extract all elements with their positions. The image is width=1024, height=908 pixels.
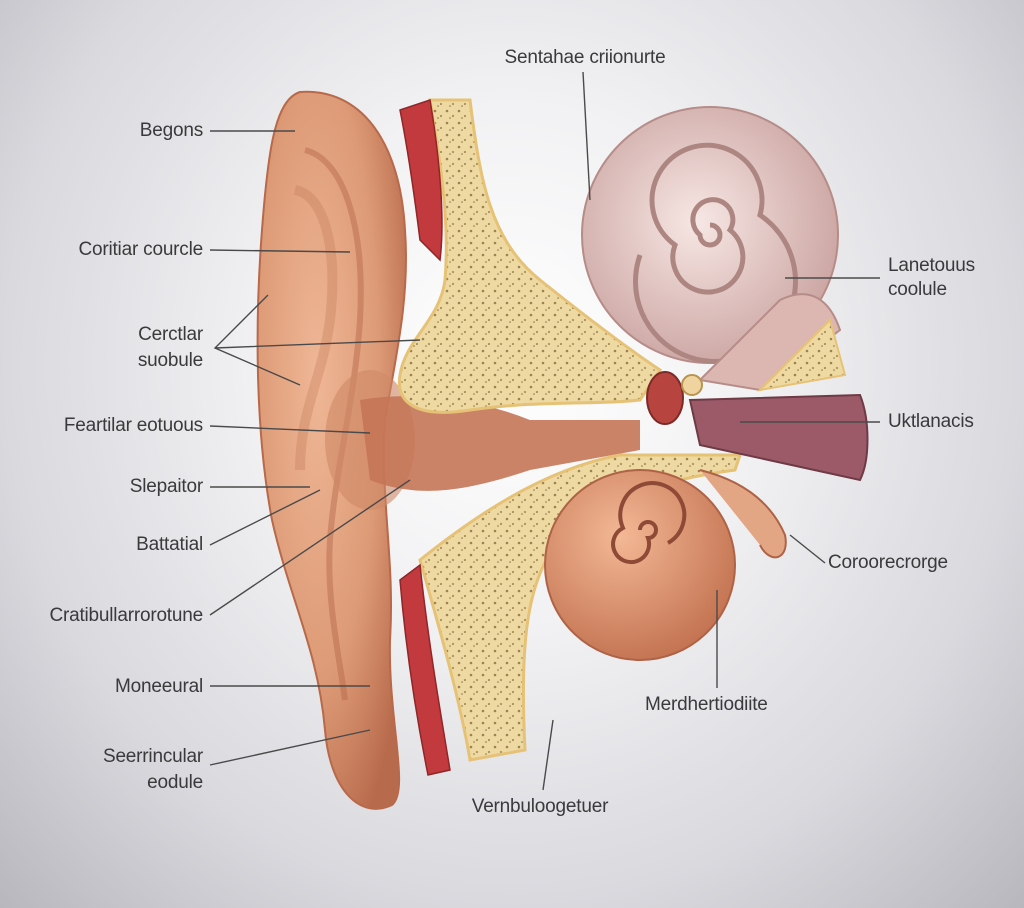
label-l4: Feartilar eotuous	[63, 415, 203, 436]
lower-muscle	[399, 563, 451, 776]
upper-cochlea	[581, 106, 842, 392]
leader-l2	[209, 249, 351, 253]
label-top-center: Sentahae criionurte	[504, 47, 666, 68]
label-r4: Merdhertiodiite	[645, 694, 768, 715]
lower-cochlea	[544, 469, 787, 661]
label-r2: Uktlanacis	[888, 411, 974, 432]
label-l8: Moneeural	[115, 676, 203, 697]
label-l5: Slepaitor	[129, 476, 203, 497]
label-r3: Coroorecrorge	[828, 552, 948, 573]
leader-bottom-center	[542, 719, 554, 791]
ear-canal	[360, 396, 640, 491]
leader-l4	[209, 425, 371, 434]
leader-l3	[213, 294, 421, 386]
leader-top-center	[582, 71, 591, 201]
label-l1: Begons	[139, 120, 203, 141]
label-l3: Cerctlar suobule	[137, 324, 203, 371]
label-l6: Battatial	[136, 534, 203, 555]
auditory-tube	[688, 393, 869, 482]
label-l9: Seerrincular eodule	[102, 746, 203, 793]
label-l7: Cratibullarrorotune	[49, 605, 203, 626]
label-bottom-center: Vernbuloogetuer	[471, 796, 609, 817]
leader-l6	[209, 489, 321, 546]
leader-r3	[789, 534, 826, 564]
leader-lines	[209, 71, 880, 791]
leader-l9	[209, 729, 371, 766]
label-l2: Coritiar courcle	[78, 239, 203, 260]
label-r1: Lanetouus coolule	[888, 255, 975, 300]
ossicles	[646, 371, 703, 425]
upper-muscle	[399, 99, 443, 262]
leader-l7	[209, 479, 411, 616]
